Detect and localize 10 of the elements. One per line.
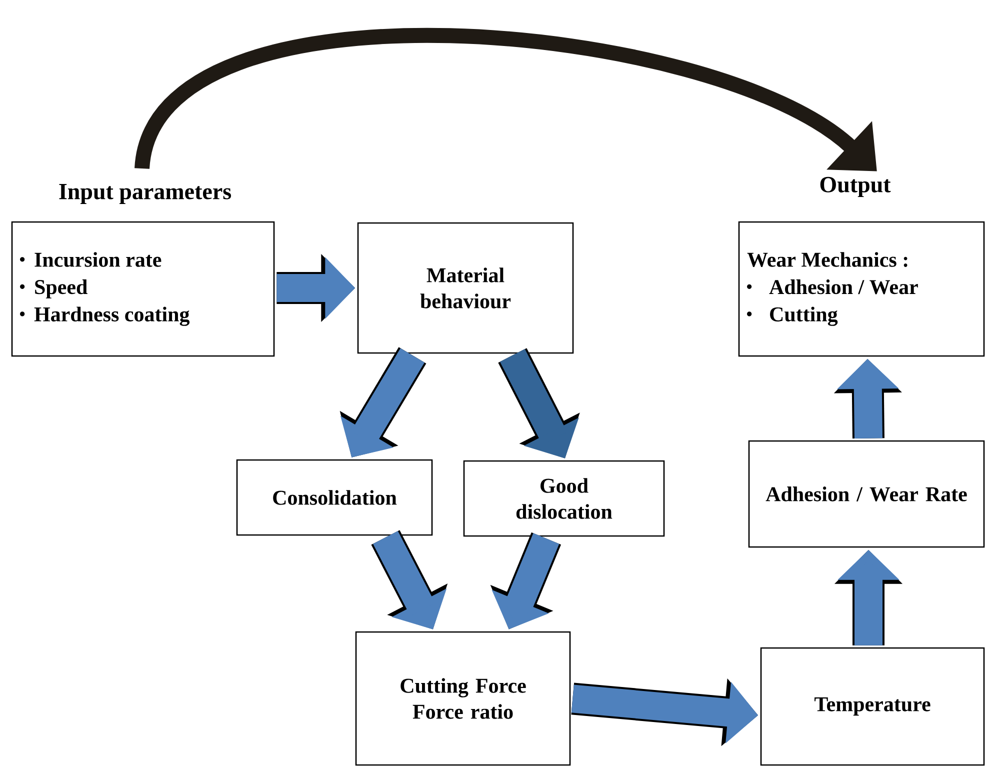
heading: Output bbox=[820, 176, 891, 198]
process-box: Consolidation bbox=[236, 459, 433, 536]
list-box: Incursion rate Speed Hardness coating bbox=[11, 221, 275, 357]
process-box: Cutting Force Force ratio bbox=[355, 631, 571, 766]
process-box: Adhesion / Wear Rate bbox=[748, 440, 985, 548]
process-box: Temperature bbox=[760, 647, 985, 766]
heading: Input parameters bbox=[59, 184, 231, 204]
process-box: Material behaviour bbox=[357, 222, 574, 354]
process-box: Good dislocation bbox=[463, 460, 665, 537]
list-box: Wear Mechanics : Adhesion / Wear Cutting bbox=[738, 221, 985, 357]
